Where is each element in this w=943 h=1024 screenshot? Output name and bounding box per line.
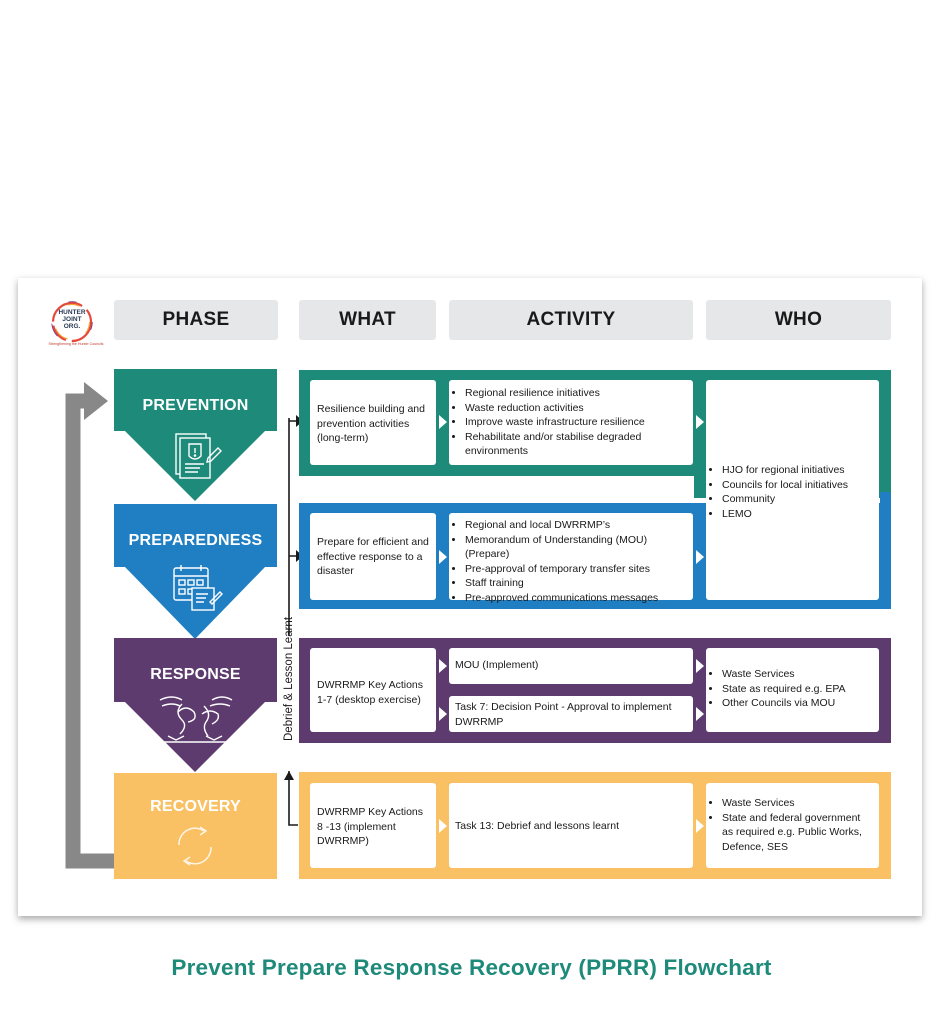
response-arrow [114, 638, 277, 772]
recovery-activity-text: Task 13: Debrief and lessons learnt [455, 820, 620, 832]
who-item: Other Councils via MOU [722, 696, 873, 711]
preparedness-activity-item: Regional and local DWRRMP’s [465, 518, 687, 533]
prevention-who-arrow [696, 415, 704, 429]
who-item: LEMO [722, 507, 873, 522]
header-phase: PHASE [114, 300, 278, 340]
header-what: WHAT [299, 300, 436, 340]
who-item: Waste Services [722, 796, 873, 811]
recovery-who-box: Waste Services State and federal governm… [706, 783, 879, 868]
logo-tagline: Strengthening the Hunter Councils [48, 342, 104, 346]
feedback-connector-lines [284, 418, 298, 826]
logo-ring-icon [51, 301, 93, 343]
who-item: Community [722, 492, 873, 507]
hjo-logo: HUNTER JOINT ORG. Strengthening the Hunt… [46, 300, 103, 350]
response-flow-arrow-2 [439, 707, 447, 721]
prevention-activity-item: Regional resilience initiatives [465, 386, 687, 401]
who-item: State as required e.g. EPA [722, 682, 873, 697]
recovery-activity-box: Task 13: Debrief and lessons learnt [449, 783, 693, 868]
preparedness-activity-item: Pre-approved communications messages [465, 591, 687, 606]
who-panel-blue-strip [880, 492, 891, 609]
preparedness-arrow [114, 504, 277, 639]
recycle-arrows-icon [178, 826, 212, 866]
preparedness-flow-arrow [439, 550, 447, 564]
recovery-what-text: DWRRMP Key Actions 8 -13 (implement DWRR… [317, 806, 423, 847]
response-activity-1-text: MOU (Implement) [455, 659, 539, 671]
preparedness-activity-box: Regional and local DWRRMP’s Memorandum o… [449, 513, 693, 604]
who-item: State and federal government as required… [722, 811, 873, 855]
cycle-loop-arrow [65, 382, 114, 869]
prevention-activity-box: Regional resilience initiatives Waste re… [449, 380, 693, 465]
response-activity-box-2: Task 7: Decision Point - Approval to imp… [449, 696, 693, 732]
panel-split-gap [299, 476, 694, 503]
prevention-what-box: Resilience building and prevention activ… [310, 380, 436, 465]
who-item: Councils for local initiatives [722, 478, 873, 493]
response-flow-arrow-1 [439, 659, 447, 673]
preparedness-what-text: Prepare for efficient and effective resp… [317, 536, 429, 577]
who-item: Waste Services [722, 667, 873, 682]
response-activity-2-text: Task 7: Decision Point - Approval to imp… [455, 701, 672, 728]
prevention-what-text: Resilience building and prevention activ… [317, 403, 425, 444]
preparedness-who-arrow [696, 550, 704, 564]
response-who-arrow-1 [696, 659, 704, 673]
phase-label-preparedness: PREPAREDNESS [128, 532, 263, 549]
logo-line-1: HUNTER [58, 309, 86, 316]
recovery-who-arrow [696, 819, 704, 833]
header-who: WHO [706, 300, 891, 340]
response-what-text: DWRRMP Key Actions 1-7 (desktop exercise… [317, 679, 423, 706]
who-item: HJO for regional initiatives [722, 463, 873, 478]
logo-line-2: JOINT [62, 316, 82, 323]
response-activity-box-1: MOU (Implement) [449, 648, 693, 684]
preparedness-what-box: Prepare for efficient and effective resp… [310, 513, 436, 600]
phase-label-recovery: RECOVERY [150, 798, 241, 815]
recovery-flow-arrow [439, 819, 447, 833]
phase-arrows [114, 369, 277, 879]
phase-label-response: RESPONSE [150, 666, 241, 683]
prevention-activity-item: Improve waste infrastructure resilience [465, 415, 687, 430]
document-warning-icon [175, 433, 222, 479]
calendar-plan-icon [173, 565, 223, 611]
page-title: Prevent Prepare Response Recovery (PPRR)… [171, 955, 772, 980]
preparedness-activity-item: Memorandum of Understanding (MOU) (Prepa… [465, 533, 687, 562]
recovery-what-box: DWRRMP Key Actions 8 -13 (implement DWRR… [310, 783, 436, 868]
storm-damage-icon [159, 696, 233, 743]
response-what-box: DWRRMP Key Actions 1-7 (desktop exercise… [310, 648, 436, 732]
header-activity: ACTIVITY [449, 300, 693, 340]
prevention-flow-arrow [439, 415, 447, 429]
prevention-activity-item: Waste reduction activities [465, 401, 687, 416]
phase-label-prevention: PREVENTION [142, 397, 249, 414]
prevention-arrow [114, 369, 277, 501]
response-who-arrow-2 [696, 707, 704, 721]
shared-who-box: HJO for regional initiatives Councils fo… [706, 380, 879, 600]
logo-line-3: ORG. [63, 323, 81, 330]
who-panel-teal-strip [880, 370, 891, 492]
response-who-box: Waste Services State as required e.g. EP… [706, 648, 879, 732]
recovery-block [114, 773, 277, 879]
prevention-activity-item: Rehabilitate and/or stabilise degraded e… [465, 430, 687, 459]
preparedness-activity-item: Pre-approval of temporary transfer sites [465, 562, 687, 577]
preparedness-activity-item: Staff training [465, 576, 687, 591]
